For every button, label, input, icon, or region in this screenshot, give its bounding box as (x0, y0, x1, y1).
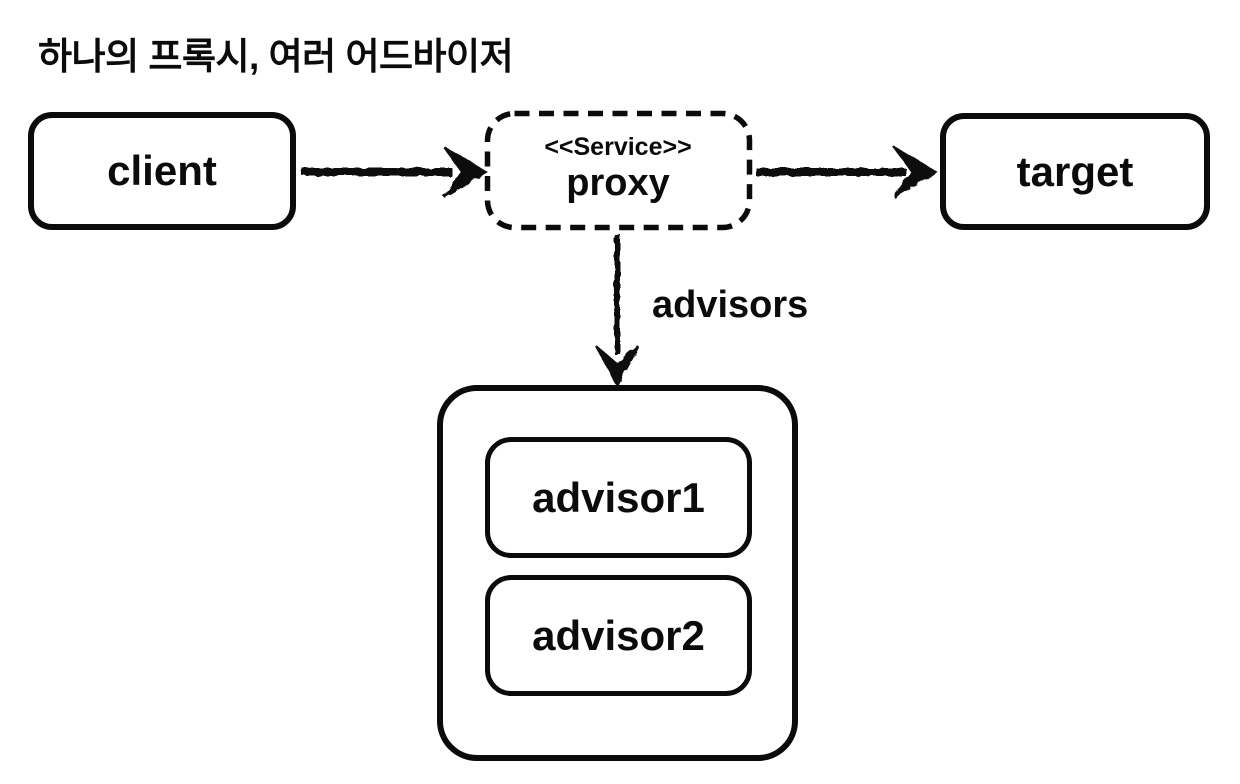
client-node-label: client (107, 147, 217, 194)
client-node: client (28, 112, 296, 230)
arrow-proxy-to-target (756, 146, 938, 198)
proxy-node-label: proxy (566, 161, 670, 204)
advisors-edge-label: advisors (652, 284, 809, 326)
proxy-node-stereotype: <<Service>> (544, 133, 692, 162)
advisor1-node: advisor1 (485, 437, 752, 558)
advisor1-node-label: advisor1 (532, 473, 705, 521)
target-node-label: target (1016, 147, 1134, 195)
arrow-client-to-proxy (302, 146, 488, 198)
advisor2-node: advisor2 (485, 575, 752, 696)
target-node: target (940, 113, 1210, 230)
advisors-container-node: advisor1 advisor2 (437, 385, 798, 761)
arrow-proxy-to-advisors (595, 234, 639, 388)
advisor2-node-label: advisor2 (532, 611, 705, 659)
diagram-title: 하나의 프록시, 여러 어드바이저 (38, 36, 514, 77)
proxy-node: <<Service>> proxy (485, 111, 751, 229)
